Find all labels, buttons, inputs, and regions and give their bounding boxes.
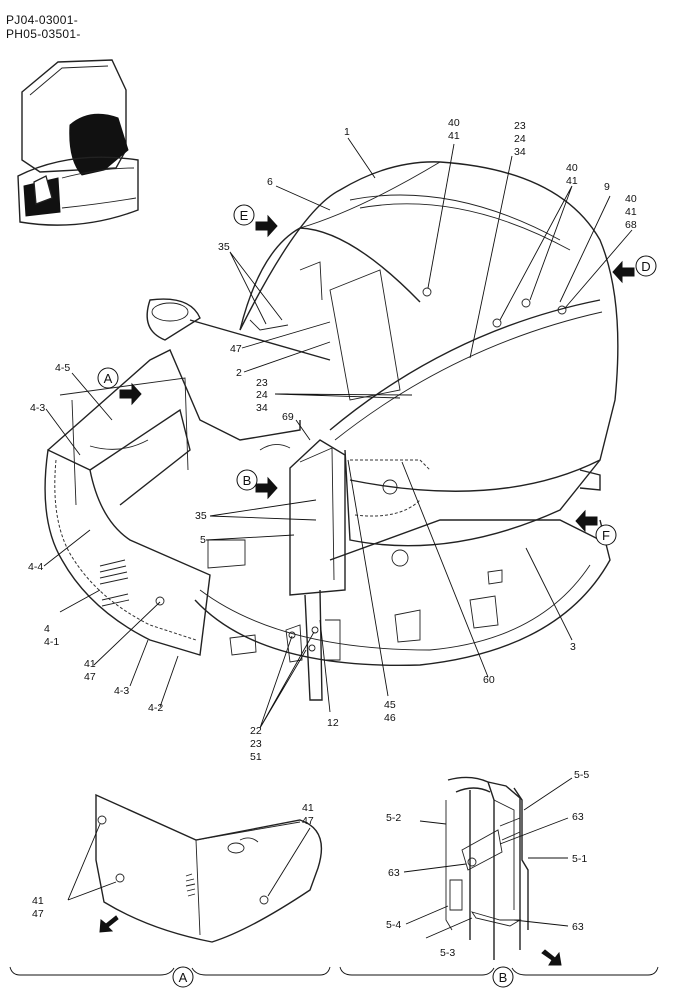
detail-b-callout-63: 63 (572, 921, 584, 933)
callout-4-4: 4-4 (28, 561, 43, 573)
callout-34: 34 (256, 402, 268, 414)
callout-40: 40 (448, 117, 460, 129)
view-f-arrow-icon (575, 509, 598, 533)
callout-4-1: 4-1 (44, 636, 59, 648)
grille-slots (99, 559, 130, 607)
callout-12: 12 (327, 717, 339, 729)
thumbnail-key-view (17, 59, 139, 226)
detail-b-callout-5-3: 5-3 (440, 947, 455, 959)
detail-b-view-arrow-icon (541, 949, 562, 966)
detail-a-callout-47: 47 (302, 815, 314, 827)
callout-46: 46 (384, 712, 396, 724)
view-marker-f: F (595, 524, 617, 546)
document-code-2: PH05-03501- (6, 27, 81, 41)
svg-text:B: B (243, 473, 252, 488)
callout-47: 47 (230, 343, 242, 355)
callout-69: 69 (282, 411, 294, 423)
detail-a-view-arrow-icon (99, 915, 119, 933)
view-a-arrow-icon (119, 382, 142, 406)
detail-a-callout-41: 41 (32, 895, 44, 907)
callout-23: 23 (514, 120, 526, 132)
detail-b-callout-5-4: 5-4 (386, 919, 401, 931)
view-d-arrow-icon (612, 260, 635, 284)
detail-b-callout-63: 63 (572, 811, 584, 823)
callout-24: 24 (256, 389, 268, 401)
callout-51: 51 (250, 751, 262, 763)
detail-b-callout-5-1: 5-1 (572, 853, 587, 865)
callout-68: 68 (625, 219, 637, 231)
callout-60: 60 (483, 674, 495, 686)
svg-text:B: B (499, 970, 508, 985)
callout-35: 35 (195, 510, 207, 522)
view-marker-a: A (97, 367, 119, 389)
svg-text:D: D (641, 259, 650, 274)
detail-b-callout-5-2: 5-2 (386, 812, 401, 824)
callout-34: 34 (514, 146, 526, 158)
view-marker-d: D (635, 255, 657, 277)
callout-41: 41 (566, 175, 578, 187)
svg-text:A: A (179, 970, 188, 985)
detail-b-callout-63: 63 (388, 867, 400, 879)
callout-47: 47 (84, 671, 96, 683)
view-marker-b: B (236, 469, 258, 491)
callout-41: 41 (84, 658, 96, 670)
callout-4-3: 4-3 (30, 402, 45, 414)
callout-2: 2 (236, 367, 242, 379)
detail-a-callout-47: 47 (32, 908, 44, 920)
callout-1: 1 (344, 126, 350, 138)
detail-view-a: 41 47 41 47 (32, 793, 323, 943)
detail-b-callout-5-5: 5-5 (574, 769, 589, 781)
detail-view-b: 5-5 5-2 63 5-1 63 5-4 63 5-3 (386, 769, 589, 966)
callout-45: 45 (384, 699, 396, 711)
callout-40: 40 (566, 162, 578, 174)
callout-4-3: 4-3 (114, 685, 129, 697)
view-arrows (119, 214, 635, 533)
callout-5: 5 (200, 534, 206, 546)
detail-a-label-bracket: A (9, 966, 331, 988)
callout-41: 41 (448, 130, 460, 142)
callout-4-2: 4-2 (148, 702, 163, 714)
callout-23: 23 (250, 738, 262, 750)
detail-a-callout-41: 41 (302, 802, 314, 814)
view-marker-e: E (233, 204, 255, 226)
svg-text:E: E (240, 208, 249, 223)
view-e-arrow-icon (255, 214, 278, 238)
main-leader-lines (43, 137, 633, 729)
main-callouts: 1 6 40 41 23 24 34 40 41 9 40 41 68 35 4… (28, 117, 637, 763)
callout-4-5: 4-5 (55, 362, 70, 374)
callout-9: 9 (604, 181, 610, 193)
main-assembly (44, 161, 619, 701)
callout-6: 6 (267, 176, 273, 188)
callout-24: 24 (514, 133, 526, 145)
callout-22: 22 (250, 725, 262, 737)
callout-4: 4 (44, 623, 50, 635)
svg-text:F: F (602, 528, 610, 543)
callout-41: 41 (625, 206, 637, 218)
callout-3: 3 (570, 641, 576, 653)
callout-40: 40 (625, 193, 637, 205)
callout-35: 35 (218, 241, 230, 253)
document-code-1: PJ04-03001- (6, 13, 79, 27)
svg-text:A: A (104, 371, 113, 386)
detail-b-label-bracket: B (339, 966, 659, 988)
view-b-arrow-icon (255, 476, 278, 500)
callout-23: 23 (256, 377, 268, 389)
